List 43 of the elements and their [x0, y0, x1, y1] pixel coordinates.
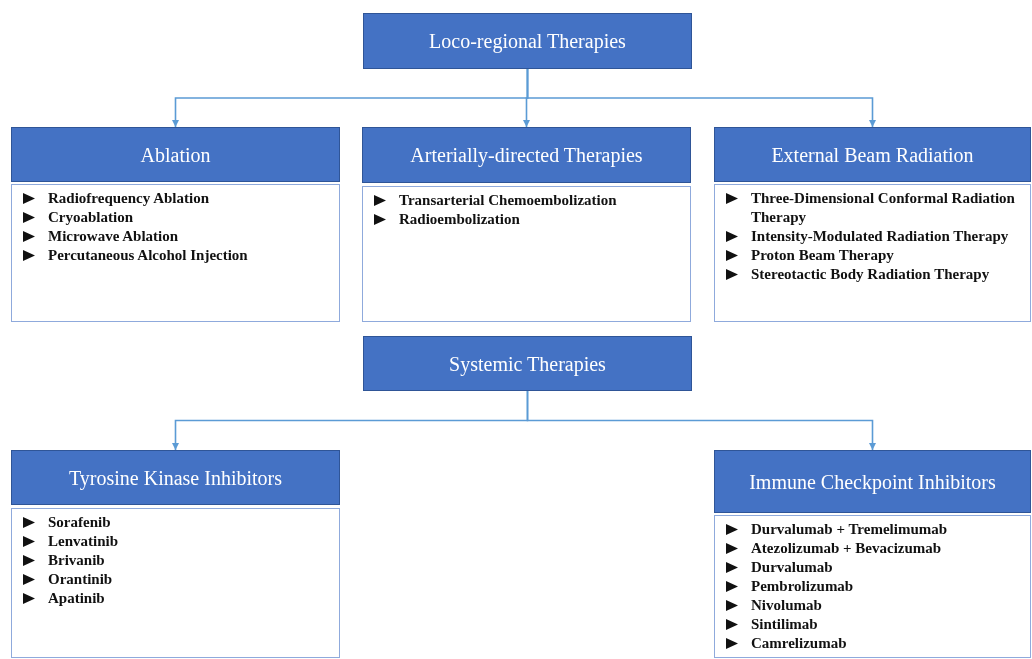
heading-text: Tyrosine Kinase Inhibitors	[68, 465, 283, 490]
heading-box	[362, 127, 691, 183]
heading-text: Arterially-directed Therapies	[409, 143, 644, 167]
heading-text: Ablation	[139, 142, 212, 167]
list-item: Cryoablation	[48, 209, 133, 225]
heading-box	[11, 127, 340, 182]
list-box	[11, 508, 340, 658]
heading-box	[11, 450, 340, 505]
list-item: Camrelizumab	[751, 635, 847, 651]
heading-box	[714, 450, 1031, 513]
list-item: Percutaneous Alcohol Injection	[48, 247, 248, 263]
list-item: Three-Dimensional Conformal Radiation Therapy	[751, 190, 1015, 225]
list-item: Orantinib	[48, 571, 113, 587]
heading-text: External Beam Radiation	[770, 142, 975, 167]
list-item: Transarterial Chemoembolization	[399, 192, 617, 208]
heading-text: Immune Checkpoint Inhibitors	[748, 469, 997, 494]
heading-text: Systemic Therapies	[448, 351, 607, 376]
connector-arrow	[526, 68, 876, 128]
list-item: Sintilimab	[751, 616, 818, 632]
list-item: Lenvatinib	[48, 533, 119, 549]
list-item: Radiofrequency Ablation	[48, 190, 209, 206]
list-item: Intensity-Modulated Radiation Therapy	[751, 228, 1009, 244]
list-item: Sorafenib	[48, 514, 111, 530]
list-item: Microwave Ablation	[48, 228, 179, 244]
list-item: Apatinib	[48, 590, 105, 606]
list-item: Pembrolizumab	[751, 578, 854, 594]
list-item: Nivolumab	[751, 597, 822, 613]
heading-box	[363, 13, 692, 69]
list-box	[362, 186, 691, 322]
list-item: Radioembolization	[399, 211, 520, 227]
list-item: Durvalumab + Tremelimumab	[751, 521, 948, 537]
list-item: Stereotactic Body Radiation Therapy	[751, 266, 990, 282]
list-box	[714, 184, 1031, 322]
list-item: Durvalumab	[751, 559, 833, 575]
heading-box	[714, 127, 1031, 182]
connector-arrow	[526, 390, 876, 451]
list-item: Brivanib	[48, 552, 105, 568]
heading-text: Loco-regional Therapies	[428, 29, 627, 53]
list-box	[11, 184, 340, 322]
list-item: Atezolizumab + Bevacizumab	[751, 540, 942, 556]
heading-box	[363, 336, 692, 391]
list-box	[714, 515, 1031, 658]
list-item: Proton Beam Therapy	[751, 247, 894, 263]
